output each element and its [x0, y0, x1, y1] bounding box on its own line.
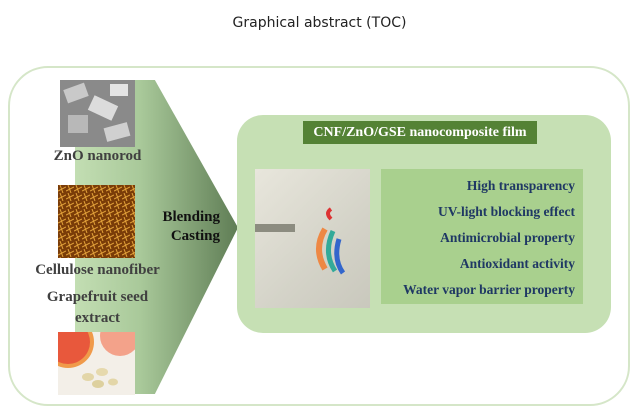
zno-label: ZnO nanorod [53, 148, 142, 164]
property-item: UV-light blocking effect [438, 204, 575, 219]
casting-text: Casting [170, 228, 220, 244]
zno-sem-image [60, 80, 135, 147]
film-photo [255, 169, 370, 308]
process-label: Blending Casting [145, 208, 220, 246]
blending-text: Blending [162, 209, 220, 225]
property-item: Antioxidant activity [459, 256, 575, 271]
property-item: Water vapor barrier property [403, 282, 575, 297]
property-item: Antimicrobial property [440, 230, 575, 245]
cnf-label: Cellulose nanofiber [35, 262, 160, 278]
grapefruit-image [58, 332, 135, 395]
property-item: High transparency [466, 178, 575, 193]
gse-label: Grapefruit seed [46, 289, 149, 305]
university-logo [255, 207, 346, 275]
film-title: CNF/ZnO/GSE nanocomposite film [303, 121, 537, 144]
outer-frame [8, 66, 630, 406]
gse-label-2: extract [75, 310, 120, 326]
properties-box: High transparency UV-light blocking effe… [381, 169, 583, 304]
figure-title: Graphical abstract (TOC) [232, 15, 407, 31]
cnf-afm-image [58, 185, 135, 258]
